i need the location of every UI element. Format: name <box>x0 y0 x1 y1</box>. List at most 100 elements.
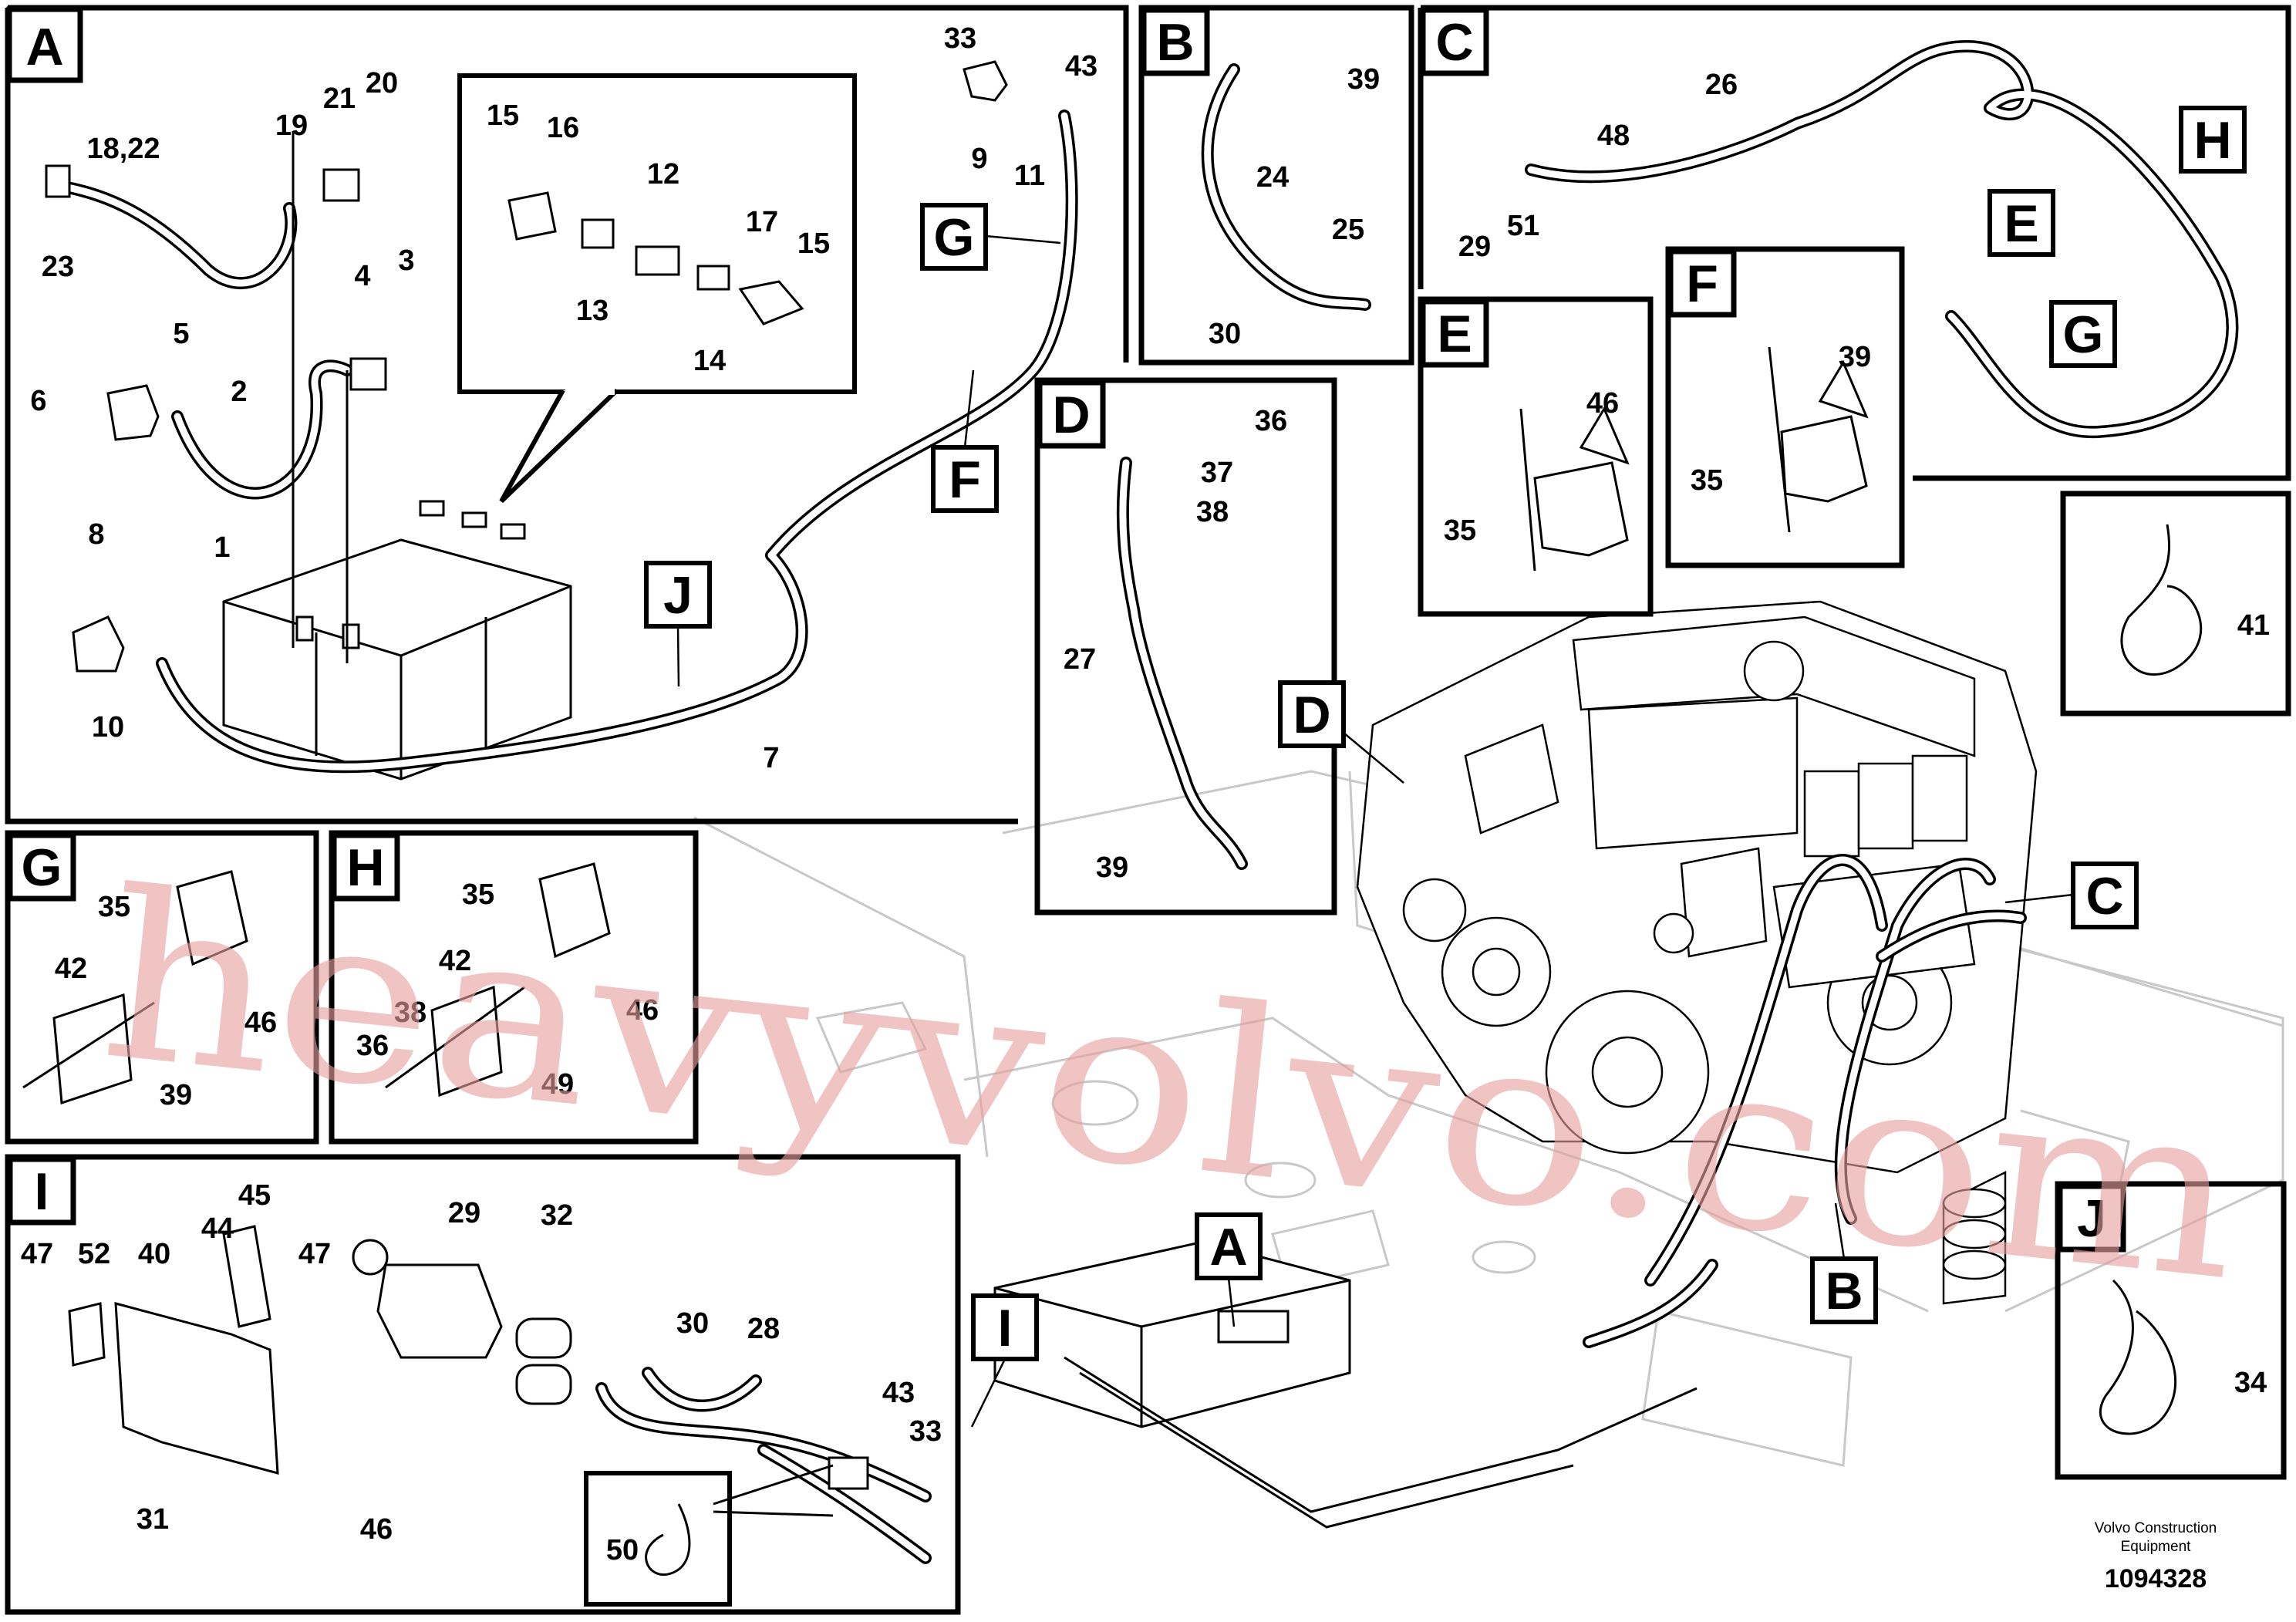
c-label-48: 48 <box>1597 120 1630 152</box>
callout-i-main: I <box>998 1299 1013 1357</box>
callout-e-c: E <box>2004 194 2038 253</box>
d-label-37: 37 <box>1201 457 1233 489</box>
callout-a-main: A <box>1209 1218 1247 1276</box>
i-label-43: 43 <box>882 1377 915 1409</box>
h-label-49: 49 <box>541 1068 574 1101</box>
i-label-46: 46 <box>360 1513 393 1546</box>
installed-cables <box>1583 854 2027 1348</box>
g-label-42: 42 <box>55 953 87 985</box>
label-43: 43 <box>1065 50 1097 83</box>
panel-j: J 34 <box>2055 1181 2287 1480</box>
h-label-35: 35 <box>462 878 494 911</box>
label-10: 10 <box>92 711 124 744</box>
e-label-46: 46 <box>1586 387 1619 420</box>
b-label-30: 30 <box>1209 318 1241 350</box>
panel-b: B 39 24 25 30 <box>1138 5 1414 366</box>
b-label-24: 24 <box>1256 161 1289 194</box>
installed-battery <box>993 1240 1698 1529</box>
d-label-39: 39 <box>1096 851 1128 884</box>
c-label-26: 26 <box>1705 69 1738 101</box>
panel-letter-h: H <box>346 838 384 897</box>
panel-letter-j: J <box>2077 1189 2106 1248</box>
i-label-44: 44 <box>201 1212 234 1245</box>
i-label-45: 45 <box>238 1179 271 1212</box>
f-label-39: 39 <box>1839 341 1871 373</box>
h-label-46: 46 <box>626 994 659 1027</box>
label-17: 17 <box>746 206 778 238</box>
label-7: 7 <box>763 742 779 774</box>
panel-c: C 26 48 29 51 E H G <box>1418 5 2291 481</box>
main-callouts: D C B A I <box>970 680 2139 1428</box>
label-2: 2 <box>231 376 247 408</box>
callout-d-main: D <box>1293 686 1330 744</box>
k-label-41: 41 <box>2237 609 2270 642</box>
label-16: 16 <box>547 112 579 144</box>
label-15b: 15 <box>797 228 830 260</box>
drawing-code: 1094328 <box>2105 1564 2207 1593</box>
callout-f: F <box>949 450 981 509</box>
b-label-39: 39 <box>1347 63 1380 96</box>
panel-h: H 35 42 38 46 36 49 <box>329 830 699 1145</box>
label-14: 14 <box>693 345 726 377</box>
h-label-36: 36 <box>356 1030 389 1062</box>
panel-a: A <box>5 5 1129 824</box>
d-label-27: 27 <box>1064 643 1096 676</box>
callout-b-main: B <box>1825 1262 1863 1320</box>
callout-j: J <box>663 566 693 625</box>
c-label-29: 29 <box>1458 231 1491 263</box>
panel-letter-d: D <box>1052 386 1090 444</box>
d-label-36: 36 <box>1255 405 1287 437</box>
f-label-35: 35 <box>1691 464 1723 497</box>
b-label-25: 25 <box>1332 214 1364 246</box>
panel-g: G 35 42 46 39 <box>5 830 319 1145</box>
label-9: 9 <box>971 143 987 175</box>
label-8: 8 <box>88 518 104 551</box>
e-label-35: 35 <box>1444 514 1476 547</box>
company-line-1: Volvo Construction <box>2095 1520 2217 1536</box>
i-label-32: 32 <box>541 1199 573 1232</box>
company-line-2: Equipment <box>2121 1539 2192 1555</box>
callout-g: G <box>934 208 975 267</box>
i-label-47a: 47 <box>21 1238 53 1270</box>
label-33: 33 <box>944 22 976 55</box>
c-label-51: 51 <box>1507 210 1539 242</box>
panel-letter-i: I <box>35 1162 49 1221</box>
label-12: 12 <box>647 158 679 191</box>
i-label-40: 40 <box>138 1238 170 1270</box>
label-19: 19 <box>275 110 308 142</box>
panel-letter-b: B <box>1156 13 1194 72</box>
g-label-39: 39 <box>160 1079 192 1111</box>
label-4: 4 <box>354 260 370 292</box>
panel-d: D 36 37 38 27 39 <box>1034 377 1337 916</box>
label-13: 13 <box>576 295 609 327</box>
label-1: 1 <box>214 531 230 564</box>
label-20: 20 <box>366 67 398 99</box>
label-21: 21 <box>323 83 356 115</box>
j-label-34: 34 <box>2234 1367 2267 1399</box>
label-5: 5 <box>173 318 189 350</box>
h-label-38: 38 <box>394 996 426 1029</box>
i-label-31: 31 <box>137 1503 169 1536</box>
label-3: 3 <box>398 244 414 277</box>
d-label-38: 38 <box>1196 496 1229 528</box>
panel-letter-e: E <box>1437 305 1472 363</box>
i-label-47b: 47 <box>298 1238 331 1270</box>
panel-f: F 39 35 <box>1665 246 1905 568</box>
label-18-22: 18,22 <box>86 133 160 165</box>
panel-letter-a: A <box>25 18 63 76</box>
callout-h-c: H <box>2193 111 2231 170</box>
panel-letter-f: F <box>1686 255 1718 313</box>
footer: Volvo Construction Equipment 1094328 <box>2095 1520 2217 1593</box>
i-label-30: 30 <box>676 1307 709 1340</box>
panel-e: E 46 35 <box>1418 296 1654 617</box>
frame-drawing <box>693 770 2284 1467</box>
label-11: 11 <box>1014 160 1045 192</box>
i-label-28: 28 <box>747 1313 780 1345</box>
label-6: 6 <box>30 385 46 417</box>
g-label-46: 46 <box>244 1007 277 1039</box>
callout-g-c: G <box>2063 305 2104 364</box>
i-label-50: 50 <box>606 1534 639 1566</box>
h-label-42: 42 <box>439 945 471 977</box>
panel-i: I 47 52 40 44 45 47 29 32 30 28 43 33 31… <box>5 1154 961 1615</box>
